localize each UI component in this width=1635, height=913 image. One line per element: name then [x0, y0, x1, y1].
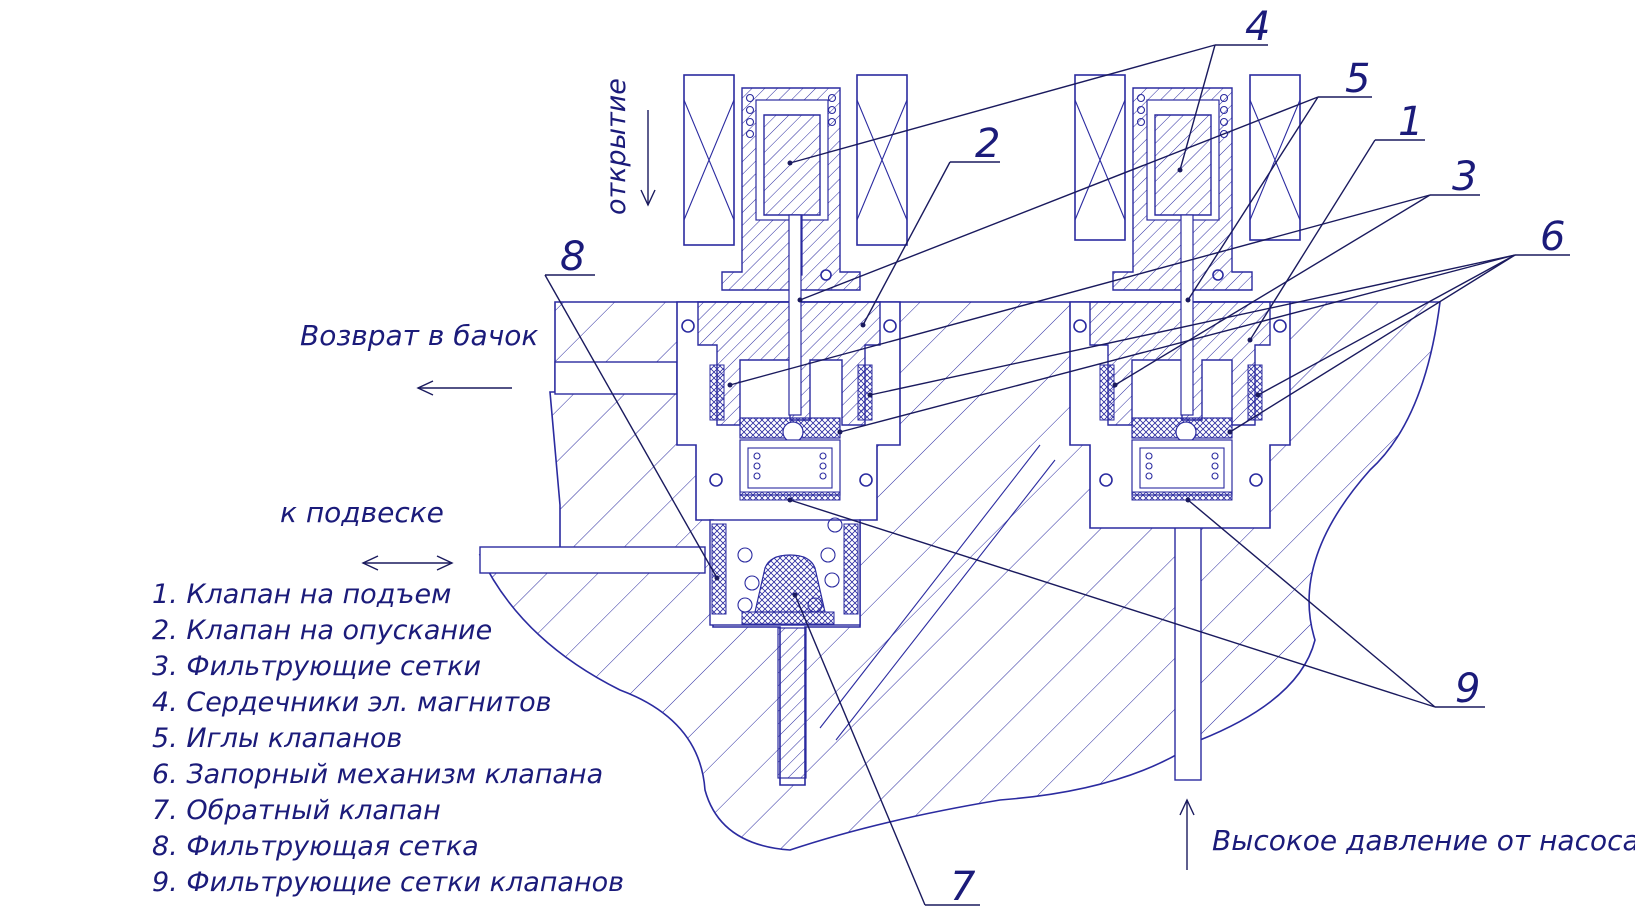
- flow-arrows: [361, 110, 1195, 870]
- left-solenoid-valve: [681, 74, 908, 779]
- legend-item: 9. Фильтрующие сетки клапанов: [152, 867, 624, 898]
- part-number-7: 7: [950, 864, 976, 910]
- legend-item: 8. Фильтрующая сетка: [152, 831, 479, 862]
- part-number-8: 8: [560, 234, 585, 280]
- part-number-9: 9: [1455, 666, 1480, 712]
- high-pressure-label: Высокое давление от насоса: [1212, 824, 1635, 857]
- legend-item: 6. Запорный механизм клапана: [152, 759, 603, 790]
- return-to-tank-label: Возврат в бачок: [300, 319, 538, 352]
- leader-lines: [544, 44, 1570, 906]
- legend-item: 5. Иглы клапанов: [152, 723, 402, 754]
- legend-item: 7. Обратный клапан: [152, 795, 441, 826]
- part-number-4: 4: [1245, 4, 1270, 50]
- leader-dots: [714, 160, 1261, 598]
- part-number-6: 6: [1540, 214, 1565, 260]
- part-number-2: 2: [975, 121, 1000, 167]
- part-number-1: 1: [1398, 99, 1423, 145]
- filter-screen-8: [711, 523, 727, 615]
- coil-left-a: [683, 74, 735, 246]
- to-suspension-label: к подвеске: [280, 496, 444, 529]
- valve-housing: [478, 301, 1441, 851]
- check-valve-7: [754, 554, 826, 613]
- part-number-3: 3: [1452, 154, 1477, 200]
- legend-item: 1. Клапан на подъем: [152, 579, 451, 610]
- opening-label: открытие: [601, 78, 632, 215]
- parts-legend: 1. Клапан на подъем 2. Клапан на опускан…: [152, 579, 624, 898]
- legend-item: 3. Фильтрующие сетки: [152, 651, 481, 682]
- left-core: [763, 114, 821, 216]
- right-core: [1154, 114, 1212, 216]
- legend-item: 4. Сердечники эл. магнитов: [152, 687, 552, 718]
- right-solenoid-valve: [1073, 74, 1301, 501]
- part-number-5: 5: [1345, 56, 1370, 102]
- coil-left-b: [856, 74, 908, 246]
- legend-item: 2. Клапан на опускание: [152, 615, 492, 646]
